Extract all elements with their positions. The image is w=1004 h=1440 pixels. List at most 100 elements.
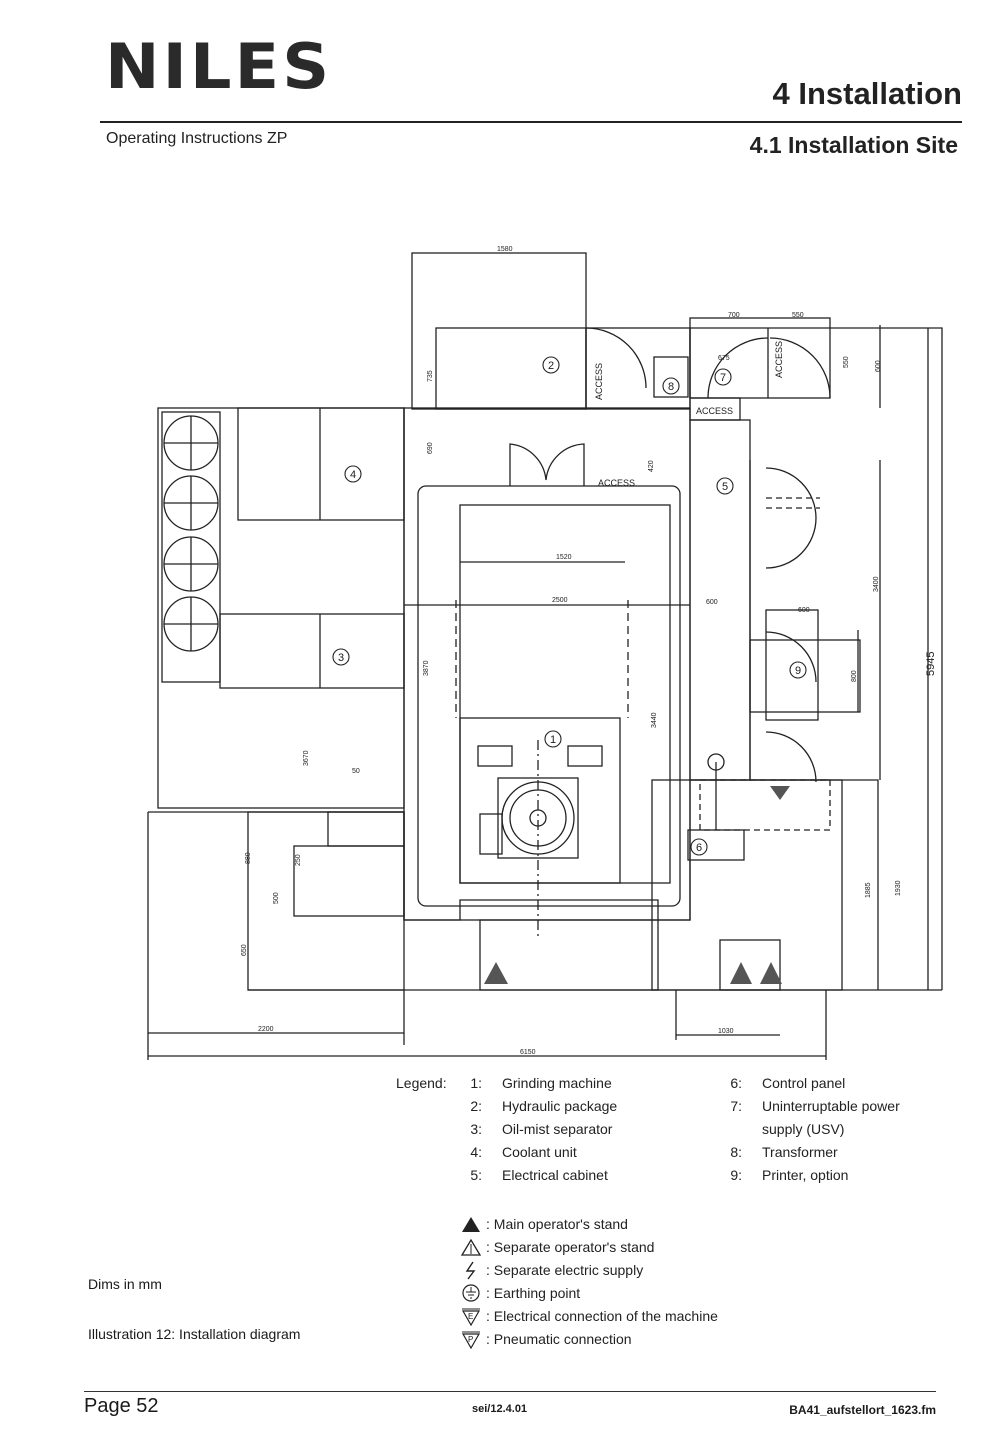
- dim-1030: 1030: [718, 1028, 734, 1035]
- legend-text: Uninterruptable power: [762, 1098, 900, 1114]
- access-label: ACCESS: [594, 363, 604, 400]
- earth-icon: [462, 1283, 480, 1302]
- legend-item: 1: Grinding machine: [462, 1075, 682, 1098]
- legend-item: supply (USV): [722, 1121, 942, 1144]
- dim-600a: 600: [875, 360, 882, 372]
- document-subtitle: Operating Instructions ZP: [106, 130, 288, 147]
- dim-550: 550: [792, 312, 804, 319]
- symbol-legend: : Main operator's stand : Separate opera…: [460, 1212, 718, 1350]
- symbol-text: : Separate operator's stand: [486, 1238, 655, 1255]
- legend-item: 4: Coolant unit: [462, 1144, 682, 1167]
- legend-text: supply (USV): [762, 1121, 845, 1137]
- dim-50: 50: [352, 768, 360, 775]
- symbol-text: : Earthing point: [486, 1284, 581, 1301]
- legend-number: 2:: [470, 1098, 482, 1114]
- dim-5945: 5945: [925, 652, 937, 676]
- marker-9: 9: [795, 665, 801, 677]
- legend-text: Printer, option: [762, 1167, 849, 1183]
- electric-connection-letter: E: [468, 1312, 473, 1321]
- marker-6: 6: [696, 842, 702, 854]
- dim-600b: 600: [706, 599, 718, 606]
- symbol-row: P : Pneumatic connection: [460, 1327, 718, 1350]
- access-label: ACCESS: [774, 341, 784, 378]
- legend-text: Hydraulic package: [502, 1098, 618, 1114]
- marker-7: 7: [720, 372, 726, 384]
- legend-text: Transformer: [762, 1144, 838, 1160]
- dim-690: 690: [427, 442, 434, 454]
- dim-250: 250: [295, 854, 302, 866]
- dim-420: 420: [648, 460, 655, 472]
- legend-number: 3:: [470, 1121, 482, 1137]
- dim-2500: 2500: [552, 597, 568, 604]
- access-label: ACCESS: [598, 478, 635, 488]
- legend-number: 4:: [470, 1144, 482, 1160]
- symbol-text: : Separate electric supply: [486, 1261, 644, 1278]
- outline-triangle-icon: [460, 1238, 482, 1256]
- dim-3440: 3440: [651, 712, 658, 728]
- dim-1885: 1885: [865, 882, 872, 898]
- dim-1580: 1580: [497, 246, 513, 253]
- footer-rule: [84, 1391, 936, 1392]
- dim-700: 700: [728, 312, 740, 319]
- dim-6150: 6150: [520, 1049, 536, 1056]
- dim-3870: 3870: [423, 660, 430, 676]
- filled-triangle-icon: [462, 1216, 480, 1232]
- pneumatic-connection-icon: P: [461, 1331, 481, 1349]
- lightning-icon: [465, 1261, 476, 1279]
- legend-right: 6:Control panel 7:Uninterruptable power …: [722, 1075, 942, 1190]
- legend-item: 9: Printer, option: [722, 1167, 942, 1190]
- footer-filename: BA41_aufstellort_1623.fm: [789, 1403, 936, 1417]
- illustration-caption: Illustration 12: Installation diagram: [88, 1326, 301, 1342]
- dim-600c: 600: [798, 607, 810, 614]
- dim-800: 800: [851, 670, 858, 682]
- legend-item: 7: Uninterruptable power: [722, 1098, 942, 1121]
- access-label: ACCESS: [696, 406, 733, 416]
- installation-diagram: 1580 700 550 675 550 600 735 690 420 152…: [147, 246, 943, 1060]
- dim-735: 735: [427, 370, 434, 382]
- legend-text: Oil-mist separator: [502, 1121, 613, 1137]
- marker-2: 2: [548, 360, 554, 372]
- legend-text: Coolant unit: [502, 1144, 577, 1160]
- legend-number: 8:: [730, 1144, 742, 1160]
- marker-1: 1: [550, 734, 556, 746]
- niles-logo: NILES: [105, 30, 333, 103]
- legend-number: 6:: [730, 1075, 742, 1091]
- legend-item: 8: Transformer: [722, 1144, 942, 1167]
- dim-675: 675: [718, 355, 730, 362]
- legend-number: 5:: [470, 1167, 482, 1183]
- marker-4: 4: [350, 469, 356, 481]
- legend-number: 7:: [730, 1098, 742, 1114]
- symbol-row: : Main operator's stand: [460, 1212, 718, 1235]
- chapter-title: 4 Installation: [772, 76, 962, 111]
- symbol-text: : Pneumatic connection: [486, 1330, 632, 1347]
- symbol-row: : Earthing point: [460, 1281, 718, 1304]
- legend-number: 9:: [730, 1167, 742, 1183]
- symbol-text: : Electrical connection of the machine: [486, 1307, 718, 1324]
- legend-text: Control panel: [762, 1075, 846, 1091]
- marker-8: 8: [668, 381, 674, 393]
- legend-text: Grinding machine: [502, 1075, 612, 1091]
- footer-revision: sei/12.4.01: [472, 1403, 528, 1415]
- marker-3: 3: [338, 652, 344, 664]
- section-title: 4.1 Installation Site: [749, 132, 958, 158]
- dim-3670: 3670: [303, 750, 310, 766]
- electric-connection-icon: E: [461, 1308, 481, 1326]
- dim-880: 880: [245, 852, 252, 864]
- dim-1520: 1520: [556, 554, 572, 561]
- symbol-row: : Separate operator's stand: [460, 1235, 718, 1258]
- dim-650: 650: [241, 944, 248, 956]
- symbol-text: : Main operator's stand: [486, 1215, 628, 1232]
- legend-number: 1:: [470, 1075, 482, 1091]
- legend-number: [722, 1121, 742, 1144]
- legend-item: 5: Electrical cabinet: [462, 1167, 682, 1190]
- symbol-row: E : Electrical connection of the machine: [460, 1304, 718, 1327]
- dims-note: Dims in mm: [88, 1276, 162, 1292]
- legend-item: 6: Control panel: [722, 1075, 942, 1098]
- legend-label: Legend:: [396, 1075, 447, 1091]
- symbol-row: : Separate electric supply: [460, 1258, 718, 1281]
- pneumatic-connection-letter: P: [468, 1335, 473, 1344]
- dim-500: 500: [273, 892, 280, 904]
- dim-2200: 2200: [258, 1026, 274, 1033]
- legend-text: Electrical cabinet: [502, 1167, 608, 1183]
- dim-550b: 550: [843, 356, 850, 368]
